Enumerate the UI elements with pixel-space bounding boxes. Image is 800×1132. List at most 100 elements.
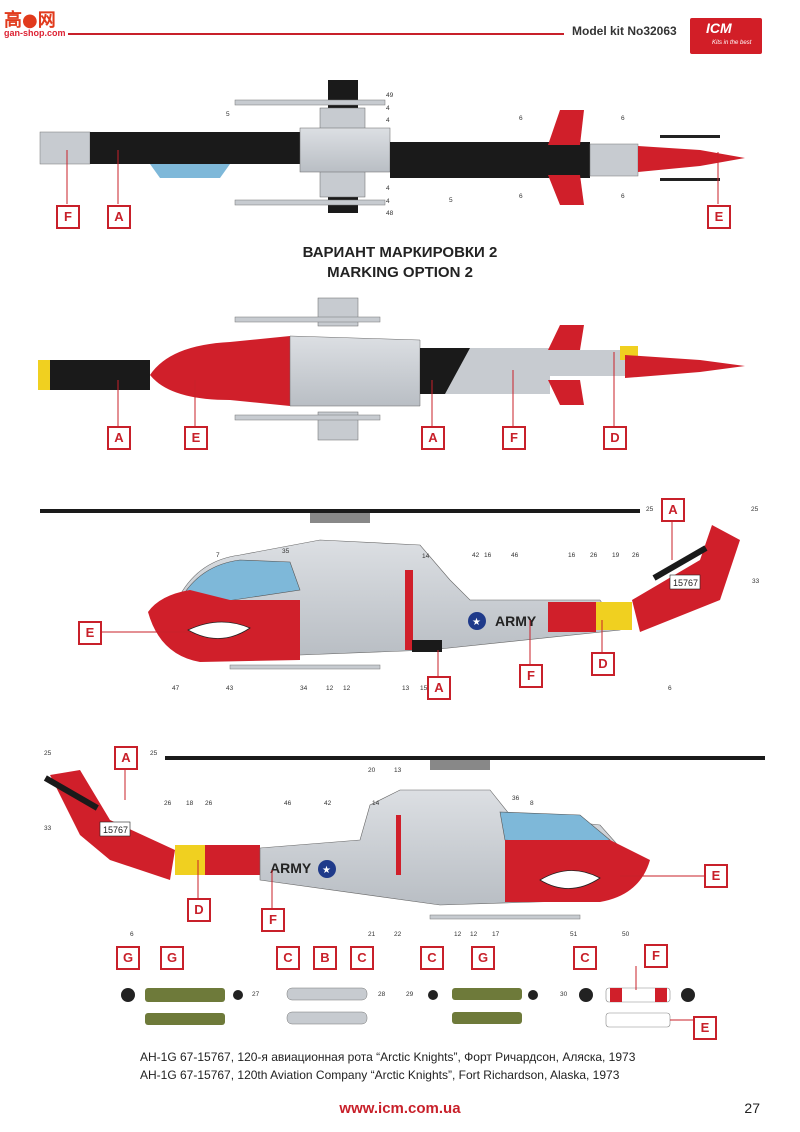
svg-text:46: 46 (511, 552, 519, 559)
svg-text:13: 13 (402, 685, 410, 692)
callout-a: A (107, 205, 131, 229)
svg-text:25: 25 (751, 506, 759, 513)
svg-text:12: 12 (454, 931, 462, 938)
svg-text:16: 16 (568, 552, 576, 559)
main-rotor-side-2 (165, 756, 765, 760)
callout-d: D (187, 898, 211, 922)
callout-e: E (707, 205, 731, 229)
callout-c: C (573, 946, 597, 970)
callout-a: A (421, 426, 445, 450)
svg-text:42: 42 (324, 800, 332, 807)
icm-logo (690, 18, 762, 54)
icm-logo-text: ICM (706, 20, 732, 36)
svg-text:25: 25 (44, 750, 52, 757)
callout-a: A (107, 426, 131, 450)
svg-text:50: 50 (622, 931, 630, 938)
svg-text:18: 18 (186, 800, 194, 807)
callout-g: G (116, 946, 140, 970)
svg-text:26: 26 (590, 552, 598, 559)
callout-d: D (591, 652, 615, 676)
caption-ru: AH-1G 67-15767, 120-я авиационная рота “… (140, 1050, 636, 1064)
svg-text:15: 15 (420, 685, 428, 692)
svg-text:29: 29 (406, 991, 414, 998)
svg-text:51: 51 (570, 931, 578, 938)
callout-a: A (661, 498, 685, 522)
svg-text:20: 20 (368, 767, 376, 774)
watermark-url: gan-shop.com (4, 28, 66, 38)
svg-text:26: 26 (164, 800, 172, 807)
model-kit-number: Model kit No32063 (572, 24, 677, 38)
svg-text:25: 25 (150, 750, 158, 757)
callout-e: E (184, 426, 208, 450)
callout-g: G (160, 946, 184, 970)
svg-text:12: 12 (326, 685, 334, 692)
svg-text:19: 19 (612, 552, 620, 559)
icm-logo-tagline: Kits in the best (712, 40, 752, 46)
svg-text:12: 12 (343, 685, 351, 692)
svg-text:36: 36 (512, 795, 520, 802)
marking-title-en: MARKING OPTION 2 (327, 264, 473, 281)
svg-text:26: 26 (205, 800, 213, 807)
serial-side-1: 15767 (673, 578, 698, 588)
serial-side-2: 15767 (103, 825, 128, 835)
main-rotor-side-1 (40, 509, 640, 513)
svg-text:33: 33 (44, 825, 52, 832)
top-view-lower (38, 297, 745, 441)
callout-c: C (420, 946, 444, 970)
svg-text:4: 4 (386, 105, 390, 112)
svg-text:7: 7 (216, 552, 220, 559)
svg-text:42: 42 (472, 552, 480, 559)
callout-c: C (350, 946, 374, 970)
svg-text:49: 49 (386, 92, 394, 99)
callout-f: F (644, 944, 668, 968)
svg-text:46: 46 (284, 800, 292, 807)
svg-text:34: 34 (300, 685, 308, 692)
callout-f: F (519, 664, 543, 688)
side-view-right: 15767 ★ ARMY (43, 756, 765, 920)
callout-g: G (471, 946, 495, 970)
svg-text:★: ★ (472, 617, 481, 628)
watermark-logo: 高●网 (4, 6, 56, 32)
footer-url[interactable]: www.icm.com.ua (339, 1100, 461, 1117)
svg-text:27: 27 (252, 991, 260, 998)
callout-d: D (603, 426, 627, 450)
svg-text:4: 4 (386, 185, 390, 192)
army-text-1: ARMY (495, 613, 537, 629)
page-number: 27 (744, 1100, 760, 1116)
svg-text:33: 33 (752, 578, 760, 585)
callout-e: E (704, 864, 728, 888)
svg-text:6: 6 (130, 931, 134, 938)
svg-text:21: 21 (368, 931, 376, 938)
svg-text:12: 12 (470, 931, 478, 938)
svg-text:8: 8 (530, 800, 534, 807)
svg-text:14: 14 (422, 553, 430, 560)
watermark-glyphs: 高●网 (4, 10, 56, 31)
callout-f: F (261, 908, 285, 932)
part-numbers: 49 4 4 4 4 48 5 5 6 6 6 6 35 14 42 16 46… (44, 92, 760, 998)
callout-f: F (502, 426, 526, 450)
callout-b: B (313, 946, 337, 970)
svg-text:48: 48 (386, 210, 394, 217)
svg-text:★: ★ (322, 865, 331, 876)
army-text-2: ARMY (270, 860, 312, 876)
callout-leaders (66, 150, 719, 1021)
callout-e: E (78, 621, 102, 645)
marking-title-ru: ВАРИАНТ МАРКИРОВКИ 2 (302, 244, 498, 261)
svg-text:13: 13 (394, 767, 402, 774)
svg-text:5: 5 (449, 197, 453, 204)
svg-text:6: 6 (668, 685, 672, 692)
svg-text:35: 35 (282, 548, 290, 555)
svg-text:4: 4 (386, 117, 390, 124)
svg-text:43: 43 (226, 685, 234, 692)
top-view-upper (39, 80, 745, 213)
callout-e: E (693, 1016, 717, 1040)
svg-text:6: 6 (621, 193, 625, 200)
callout-a: A (114, 746, 138, 770)
svg-text:14: 14 (372, 800, 380, 807)
svg-text:28: 28 (378, 991, 386, 998)
svg-text:4: 4 (386, 198, 390, 205)
svg-text:16: 16 (484, 552, 492, 559)
svg-text:17: 17 (492, 931, 500, 938)
svg-text:26: 26 (632, 552, 640, 559)
